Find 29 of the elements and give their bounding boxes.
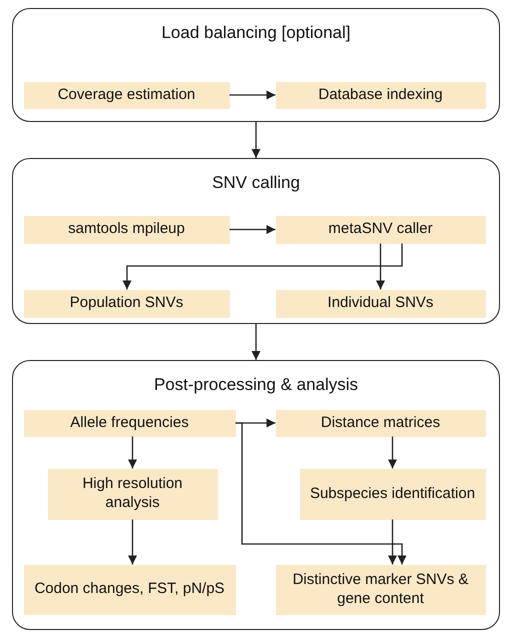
arrow — [251, 324, 261, 360]
step-box: Database indexing — [276, 82, 486, 108]
arrow — [376, 244, 386, 290]
stage-panel — [12, 360, 500, 630]
arrow — [230, 224, 276, 234]
arrow — [128, 520, 138, 564]
stage-panel — [12, 158, 500, 324]
step-box: metaSNV caller — [276, 216, 486, 244]
step-box: Distance matrices — [276, 410, 486, 436]
arrow — [251, 122, 261, 158]
step-box: High resolution analysis — [48, 468, 218, 520]
step-box: Individual SNVs — [276, 290, 486, 318]
step-box: Codon changes, FST, pN/pS — [24, 564, 236, 614]
step-box: samtools mpileup — [24, 216, 230, 244]
step-box: Population SNVs — [24, 290, 230, 318]
arrow — [236, 422, 407, 564]
arrow — [388, 520, 398, 564]
arrow — [230, 90, 276, 100]
step-box: Subspecies identification — [300, 468, 486, 520]
stage-panel — [12, 8, 500, 122]
step-box: Distinctive marker SNVs & gene content — [276, 564, 486, 614]
step-box: Allele frequencies — [24, 410, 236, 436]
arrow — [388, 436, 398, 468]
step-box: Coverage estimation — [24, 82, 230, 108]
stage-title: Post-processing & analysis — [152, 375, 360, 395]
stage-title: Load balancing [optional] — [160, 23, 352, 43]
stage-title: SNV calling — [211, 173, 301, 193]
arrow — [128, 436, 138, 468]
arrow — [122, 244, 403, 290]
